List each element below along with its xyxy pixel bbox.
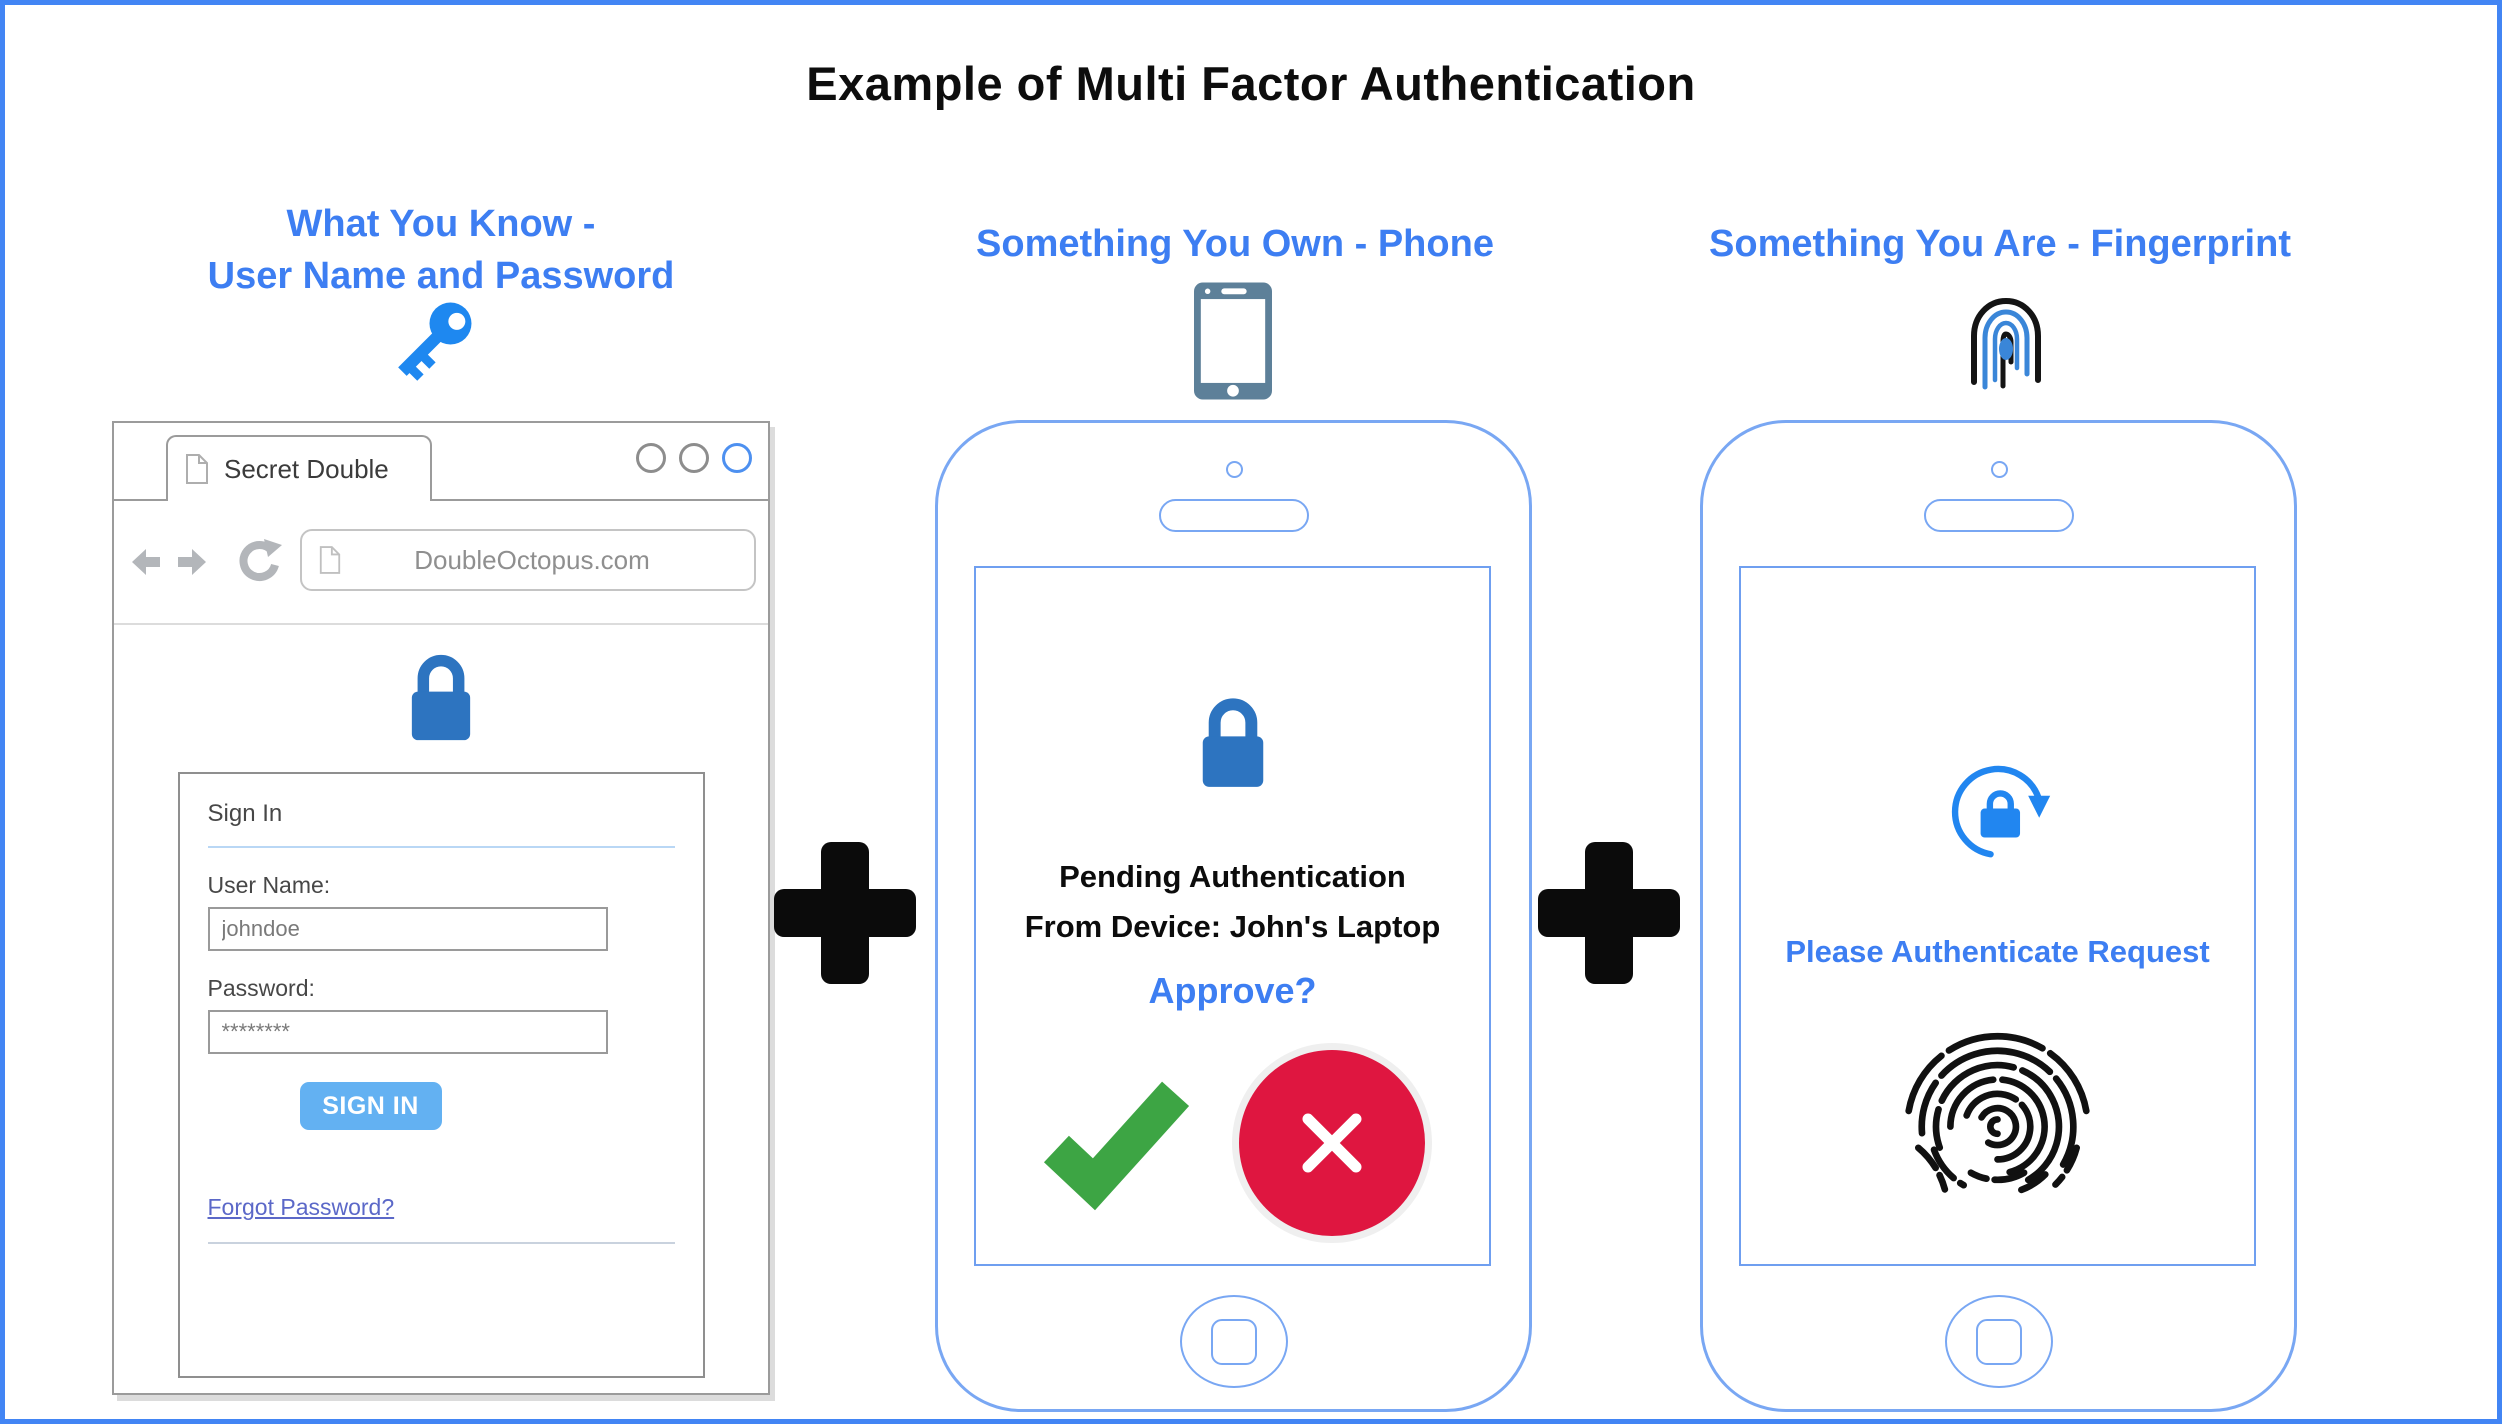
knowledge-heading: What You Know - User Name and Password	[112, 198, 770, 303]
x-icon[interactable]	[1238, 1050, 1425, 1237]
authenticate-prompt: Please Authenticate Request	[1785, 934, 2210, 969]
home-button[interactable]	[1179, 1295, 1288, 1388]
pending-auth-line2: From Device: John's Laptop	[1024, 909, 1441, 945]
decision-buttons	[1041, 1050, 1425, 1237]
lock-sync-icon	[1951, 765, 2050, 858]
browser-window: Secret Double	[112, 421, 770, 1395]
forgot-password-link[interactable]: Forgot Password?	[207, 1194, 395, 1220]
possession-heading: Something You Own - Phone	[976, 223, 1494, 265]
browser-navbar: DoubleOctopus.com	[114, 501, 768, 625]
username-input[interactable]	[207, 907, 608, 951]
fingerprint-icon	[1971, 297, 2041, 390]
plus-operator: +	[774, 842, 916, 984]
lock-icon	[411, 654, 471, 741]
tab-title: Secret Double	[224, 453, 389, 484]
password-input[interactable]	[207, 1010, 608, 1054]
browser-titlebar: Secret Double	[114, 423, 768, 501]
address-url: DoubleOctopus.com	[414, 544, 650, 575]
back-arrow-icon[interactable]	[132, 549, 174, 575]
smartphone-icon	[1194, 282, 1272, 400]
approval-screen: Pending Authentication From Device: John…	[974, 566, 1491, 1266]
camera-dot	[1990, 461, 2008, 478]
check-icon[interactable]	[1041, 1076, 1191, 1211]
page-icon	[186, 454, 208, 484]
password-label: Password:	[207, 975, 315, 1001]
knowledge-heading-line1: What You Know -	[286, 203, 596, 245]
username-label: User Name:	[207, 872, 331, 898]
browser-tab[interactable]: Secret Double	[166, 435, 432, 501]
window-control-button-active[interactable]	[722, 443, 752, 473]
pending-auth-line1: Pending Authentication	[1059, 859, 1406, 894]
sign-in-button[interactable]: SIGN IN	[299, 1082, 442, 1130]
fingerprint-scan-icon[interactable]	[1895, 1016, 2100, 1228]
plus-operator: +	[1538, 842, 1680, 984]
speaker-slot	[1158, 499, 1309, 532]
knowledge-heading-line2: User Name and Password	[207, 255, 675, 298]
window-control-button[interactable]	[636, 443, 666, 473]
page-title: Example of Multi Factor Authentication	[806, 57, 1696, 110]
signin-heading: Sign In	[207, 800, 283, 827]
phone-mockup-fingerprint: Please Authenticate Request	[1700, 420, 2297, 1412]
home-button[interactable]	[1944, 1295, 2053, 1388]
divider	[207, 1242, 675, 1244]
window-control-button[interactable]	[679, 443, 709, 473]
phone-mockup-approval: Pending Authentication From Device: John…	[935, 420, 1532, 1412]
pending-auth-text: Pending Authentication From Device: John…	[1025, 852, 1441, 952]
window-controls	[636, 443, 752, 473]
key-icon	[398, 302, 472, 381]
camera-dot	[1225, 461, 1243, 478]
approve-question: Approve?	[1148, 970, 1317, 1012]
page-icon	[319, 546, 341, 574]
refresh-icon[interactable]	[236, 539, 282, 585]
divider	[207, 846, 675, 848]
inherence-heading: Something You Are - Fingerprint	[1709, 223, 2291, 265]
forward-arrow-icon[interactable]	[178, 549, 220, 575]
address-bar[interactable]: DoubleOctopus.com	[300, 529, 756, 591]
browser-content: Sign In User Name: Password: SIGN IN For…	[114, 643, 768, 1378]
lock-icon	[1202, 698, 1263, 787]
fingerprint-screen: Please Authenticate Request	[1739, 566, 2256, 1266]
signin-form: Sign In User Name: Password: SIGN IN For…	[177, 772, 705, 1378]
speaker-slot	[1923, 499, 2074, 532]
